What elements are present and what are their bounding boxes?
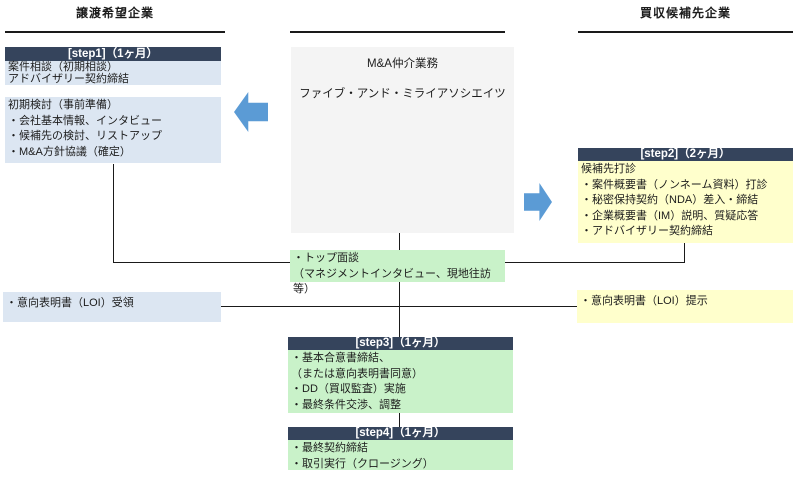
step3-line: （または意向表明書同意） xyxy=(291,367,423,380)
loi-right-box: ・意向表明書（LOI）提示 xyxy=(577,290,793,323)
top-meeting-line: （マネジメントインタビュー、現地往訪等） xyxy=(293,267,491,296)
step2-line: 候補先打診 xyxy=(581,163,636,175)
connector-step1-vertical xyxy=(113,164,114,263)
step3-line: ・基本合意書締結、 xyxy=(291,352,390,364)
step3-line: ・最終条件交渉、調整 xyxy=(291,398,401,411)
top-meeting-line: ・トップ面談 xyxy=(293,252,359,264)
center-column-underline xyxy=(290,31,505,33)
step3-header: [step3]（1ヶ月） xyxy=(288,337,513,350)
step2-header: [step2]（2ヶ月） xyxy=(578,148,793,161)
step1-prep-box: 初期検討（事前準備） ・会社基本情報、インタビュー ・候補先の検討、リストアップ… xyxy=(5,97,221,163)
arrow-left-icon xyxy=(234,92,268,132)
intermediary-box: M&A仲介業務 ファイブ・アンド・ミライアソシエイツ xyxy=(291,47,514,233)
seller-column-underline xyxy=(5,31,225,33)
buyer-column-underline xyxy=(578,31,793,33)
step4-line: ・取引実行（クロージング） xyxy=(291,457,434,470)
step1-consult-box: 案件相談（初期相談） アドバイザリー契約締結 xyxy=(5,61,221,85)
step2-line: ・秘密保持契約（NDA）差入・締結 xyxy=(581,194,759,206)
connector-step2-horizontal xyxy=(505,262,684,263)
arrow-right-icon xyxy=(524,183,552,221)
step1-header: [step1]（1ヶ月） xyxy=(5,47,221,61)
step1-consult-line: アドバイザリー契約締結 xyxy=(8,73,129,85)
connector-meeting-step3-vertical xyxy=(399,282,400,337)
buyer-column-title: 買収候補先企業 xyxy=(639,6,731,20)
step1-prep-line: 初期検討（事前準備） xyxy=(8,99,118,111)
loi-left-box: ・意向表明書（LOI）受領 xyxy=(3,292,221,322)
step1-prep-line: ・会社基本情報、インタビュー xyxy=(8,114,162,127)
step3-line: ・DD（買収監査）実施 xyxy=(291,383,406,395)
step4-header: [step4]（1ヶ月） xyxy=(288,427,513,440)
seller-column-title: 譲渡希望企業 xyxy=(75,6,154,20)
connector-loi-horizontal xyxy=(221,306,577,307)
step3-body: ・基本合意書締結、 （または意向表明書同意） ・DD（買収監査）実施 ・最終条件… xyxy=(288,350,513,413)
connector-step2-vertical xyxy=(684,243,685,263)
step2-line: ・アドバイザリー契約締結 xyxy=(581,225,713,237)
top-meeting-box: ・トップ面談 （マネジメントインタビュー、現地往訪等） xyxy=(290,250,505,295)
step1-prep-line: ・候補先の検討、リストアップ xyxy=(8,130,162,142)
step2-line: ・案件概要書（ノンネーム資料）打診 xyxy=(581,178,768,191)
intermediary-company: ファイブ・アンド・ミライアソシエイツ xyxy=(299,88,506,100)
step2-body: 候補先打診 ・案件概要書（ノンネーム資料）打診 ・秘密保持契約（NDA）差入・締… xyxy=(578,161,793,243)
step1-consult-line: 案件相談（初期相談） xyxy=(8,61,118,73)
connector-step3-step4-vertical xyxy=(399,413,400,427)
step4-line: ・最終契約締結 xyxy=(291,442,368,454)
step2-line: ・企業概要書（IM）説明、質疑応答 xyxy=(581,209,759,222)
step1-prep-line: ・M&A方針協議（確定） xyxy=(8,145,131,158)
step4-body: ・最終契約締結 ・取引実行（クロージング） xyxy=(288,440,513,470)
connector-intermediary-vertical xyxy=(399,233,400,250)
connector-step1-horizontal xyxy=(113,262,290,263)
intermediary-title: M&A仲介業務 xyxy=(367,58,438,70)
